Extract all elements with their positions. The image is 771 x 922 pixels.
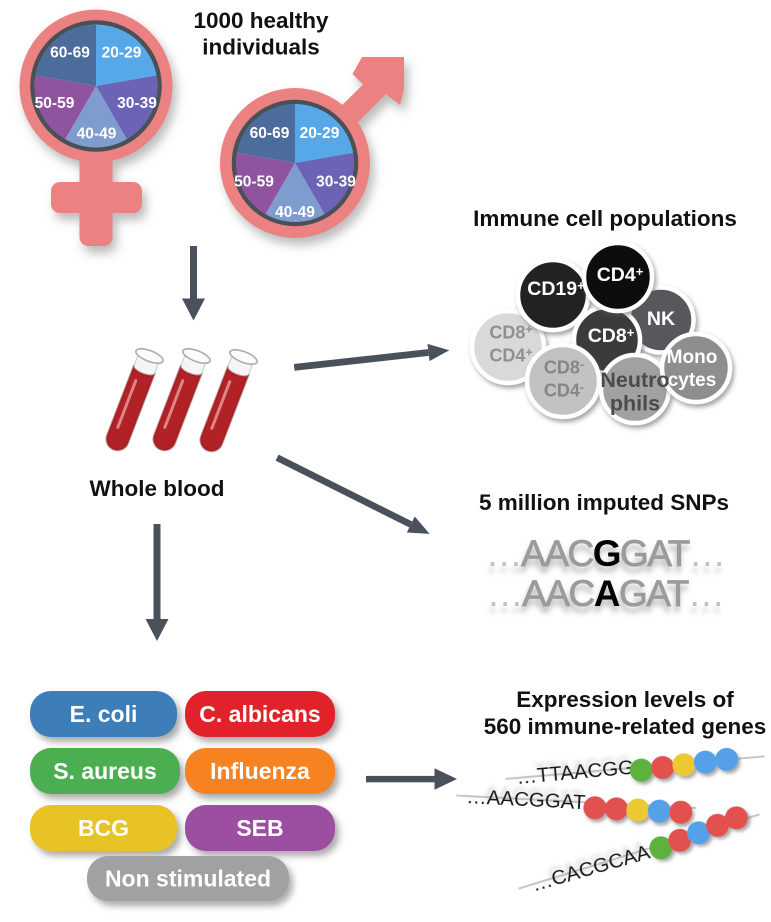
svg-text:…AACGGAT…: …AACGGAT… (486, 533, 725, 574)
svg-text:phils: phils (610, 392, 660, 416)
svg-text:40-49: 40-49 (275, 204, 315, 221)
svg-text:individuals: individuals (202, 35, 320, 60)
svg-text:50-59: 50-59 (35, 95, 75, 112)
svg-text:Immune cell populations: Immune cell populations (473, 206, 737, 231)
svg-text:BCG: BCG (78, 815, 129, 841)
svg-text:CD4-: CD4- (544, 381, 584, 401)
svg-text:…TTAACGG: …TTAACGG (515, 756, 635, 789)
svg-text:…AACAGAT…: …AACAGAT… (487, 573, 724, 614)
svg-text:40-49: 40-49 (77, 126, 117, 143)
svg-text:CD8+: CD8+ (588, 325, 635, 347)
svg-text:CD8+: CD8+ (489, 323, 532, 343)
svg-text:…AACGGAT: …AACGGAT (466, 785, 587, 814)
svg-text:CD4+: CD4+ (597, 264, 644, 286)
svg-text:CD19+: CD19+ (527, 278, 585, 300)
svg-text:CD8-: CD8- (544, 358, 584, 378)
svg-text:…CACGCAA: …CACGCAA (529, 841, 653, 897)
svg-text:E. coli: E. coli (70, 701, 138, 727)
svg-text:NK: NK (647, 308, 675, 330)
svg-text:60-69: 60-69 (250, 125, 290, 142)
svg-text:5 million imputed SNPs: 5 million imputed SNPs (479, 490, 729, 515)
svg-text:Whole blood: Whole blood (90, 476, 225, 501)
svg-text:20-29: 20-29 (102, 45, 142, 62)
svg-text:S. aureus: S. aureus (53, 758, 157, 784)
svg-text:20-29: 20-29 (300, 125, 340, 142)
svg-text:CD4+: CD4+ (489, 346, 532, 366)
svg-text:Neutro: Neutro (600, 368, 669, 392)
svg-text:560 immune-related genes: 560 immune-related genes (484, 714, 767, 739)
svg-text:Influenza: Influenza (210, 758, 310, 784)
svg-text:SEB: SEB (236, 815, 283, 841)
svg-text:50-59: 50-59 (234, 174, 274, 191)
svg-text:60-69: 60-69 (50, 45, 90, 62)
svg-text:30-39: 30-39 (316, 174, 356, 191)
svg-text:Expression levels of: Expression levels of (516, 687, 734, 712)
svg-text:Mono: Mono (667, 347, 718, 368)
svg-text:C. albicans: C. albicans (199, 701, 320, 727)
svg-text:cytes: cytes (668, 370, 717, 391)
svg-text:30-39: 30-39 (117, 95, 157, 112)
svg-text:1000 healthy: 1000 healthy (193, 8, 329, 33)
svg-text:Non stimulated: Non stimulated (105, 866, 271, 892)
